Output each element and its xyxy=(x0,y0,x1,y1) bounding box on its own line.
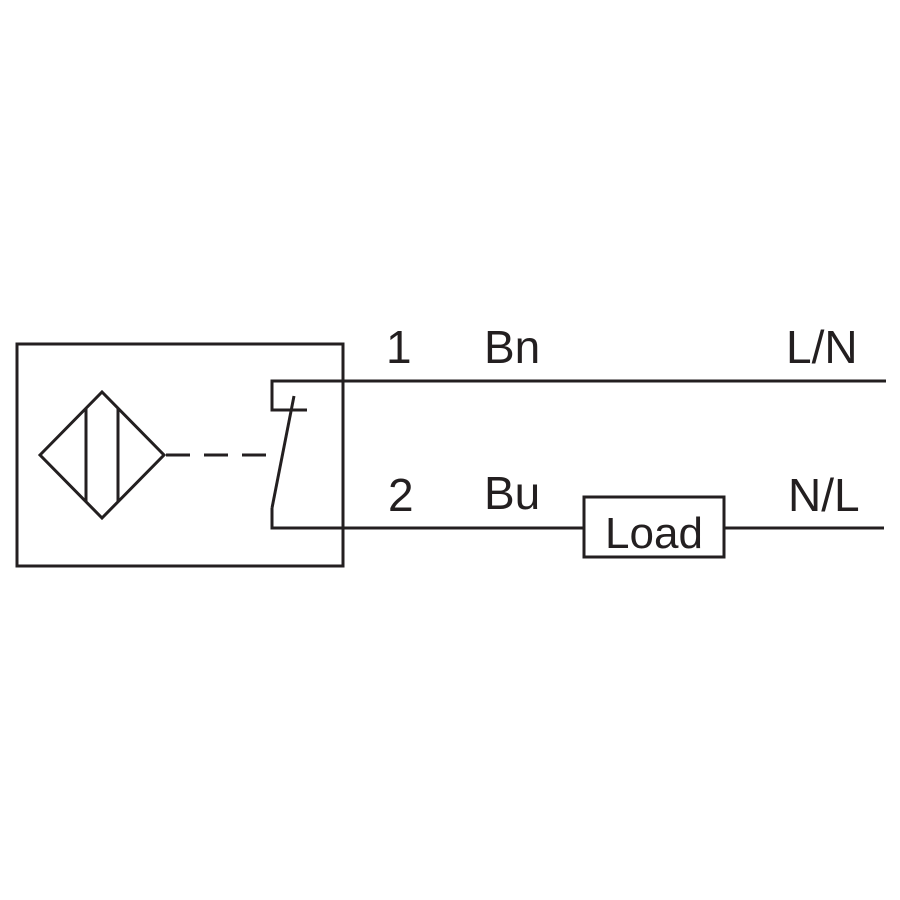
switch-lower-terminal xyxy=(270,508,343,530)
wire-1-number: 1 xyxy=(386,321,412,373)
load-label: Load xyxy=(605,509,703,558)
wire-1-color-code: Bn xyxy=(484,321,540,373)
inductive-proximity-sensor-icon xyxy=(37,389,167,521)
wire-2-supply-label: N/L xyxy=(788,469,860,521)
switch-blade xyxy=(270,395,296,509)
sensor-housing xyxy=(15,342,345,568)
sensor-diamond xyxy=(37,389,167,521)
wire-1-supply-label: L/N xyxy=(786,321,858,373)
wire-2-color-code: Bu xyxy=(484,467,540,519)
wire-2-number: 2 xyxy=(388,469,414,521)
switch-upper-terminal xyxy=(270,379,343,412)
normally-open-switch-icon xyxy=(270,379,343,530)
